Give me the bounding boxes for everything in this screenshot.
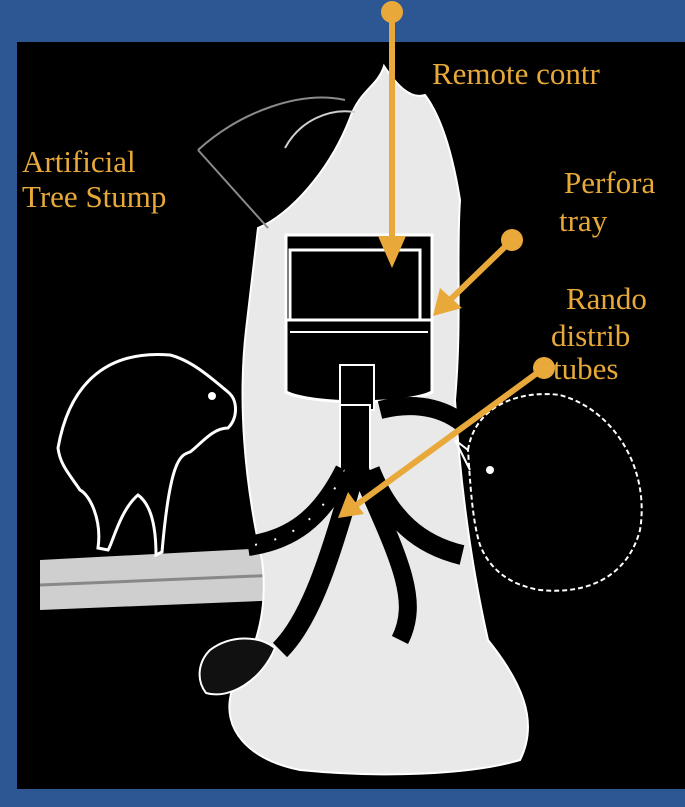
ground-board (40, 548, 285, 610)
right-animal-sketch (455, 394, 642, 591)
label-perforated-tray-line2: tray (559, 205, 607, 237)
label-remote-control: Remote contr (432, 58, 600, 90)
left-animal-sketch (58, 354, 236, 555)
label-artificial-stump-line1: Artificial (22, 146, 136, 178)
label-artificial-stump-line2: Tree Stump (22, 181, 166, 213)
label-perforated-tray-line1: Perfora (564, 167, 655, 199)
label-random-tubes-line1: Rando (566, 283, 647, 315)
label-random-tubes-line3: tubes (553, 353, 618, 385)
label-random-tubes-line2: distrib (551, 320, 630, 352)
